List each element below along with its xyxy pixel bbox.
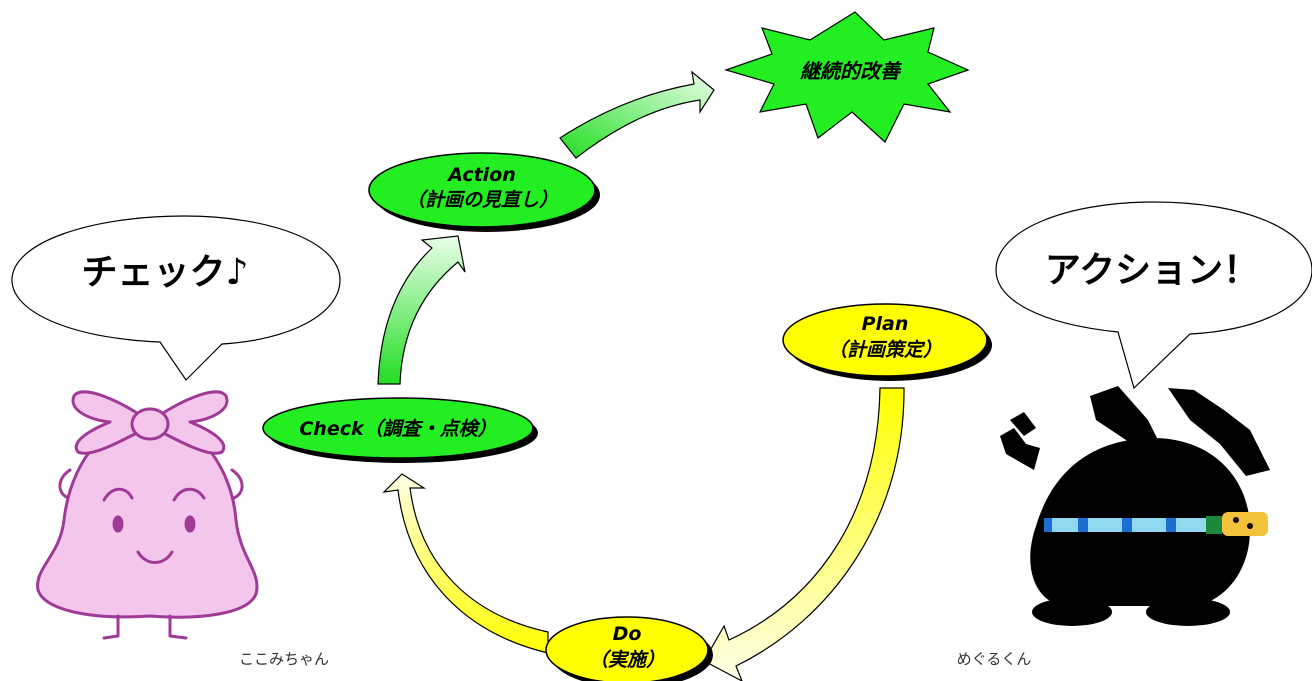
kokomi-chan-character: [36, 390, 259, 640]
speech-bubble-right: アクション！: [995, 201, 1312, 390]
arrow-plan-to-do: [703, 387, 905, 681]
check-label: Check（調査・点検）: [299, 418, 496, 440]
meguru-kun-character: [1000, 386, 1270, 626]
do-title: Do: [613, 623, 642, 645]
speech-bubble-left: チェック♪: [11, 215, 341, 381]
speech-left-text: チェック♪: [82, 252, 249, 293]
action-subtitle: （計画の見直し）: [406, 189, 558, 211]
node-do: Do （実施）: [545, 616, 713, 681]
goal-burst: 継続的改善: [724, 11, 970, 143]
plan-subtitle: （計画策定）: [828, 339, 942, 361]
arrow-do-to-check: [382, 473, 549, 654]
plan-title: Plan: [862, 313, 909, 335]
node-check: Check（調査・点検）: [262, 397, 538, 463]
node-plan: Plan （計画策定）: [782, 303, 992, 381]
arrow-action-to-goal: [559, 70, 715, 159]
node-action: Action （計画の見直し）: [368, 152, 600, 232]
action-title: Action: [446, 164, 516, 186]
goal-label: 継続的改善: [800, 59, 902, 83]
kokomi-name: ここみちゃん: [239, 650, 329, 668]
meguru-name: めぐるくん: [957, 650, 1032, 668]
speech-right-text: アクション！: [1045, 250, 1259, 291]
arrow-check-to-action: [377, 235, 466, 385]
do-subtitle: （実施）: [589, 649, 665, 671]
